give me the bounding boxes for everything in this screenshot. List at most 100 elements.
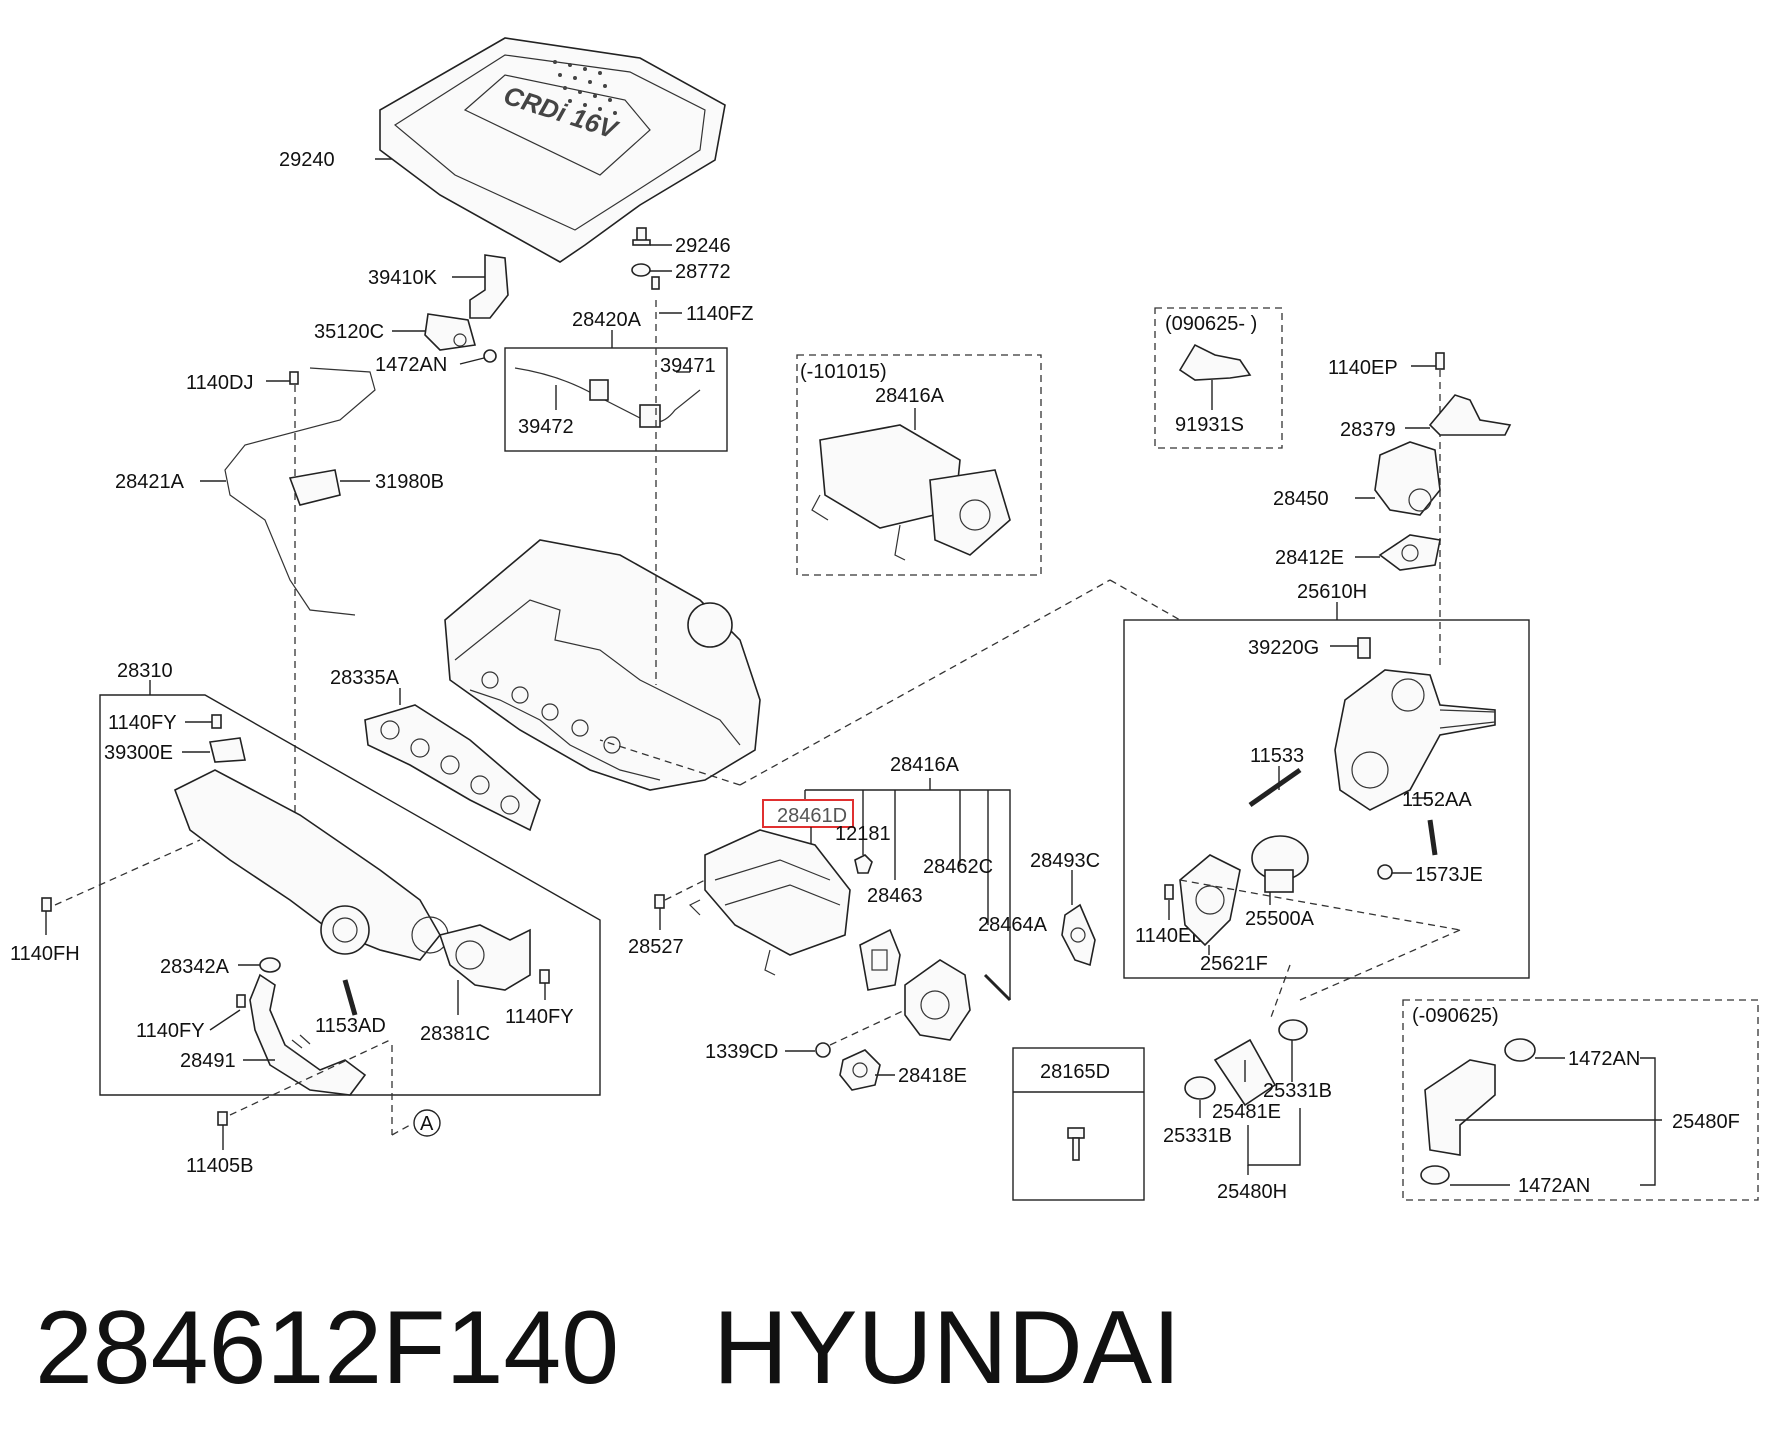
gasket-1140EB	[1164, 884, 1174, 900]
bolt-28165D	[1067, 1127, 1085, 1161]
label-28462C: 28462C	[923, 856, 993, 878]
label-28381C: 28381C	[420, 1023, 490, 1045]
label-39300E: 39300E	[104, 742, 173, 764]
label-28527: 28527	[628, 936, 684, 958]
label-101015: (-101015)	[800, 361, 887, 383]
label-28335A: 28335A	[330, 667, 400, 689]
stud-1152AA	[1427, 819, 1438, 856]
label-25621F: 25621F	[1200, 953, 1268, 975]
label-25480F: 25480F	[1672, 1111, 1740, 1133]
cylinder-head	[444, 539, 761, 791]
label-1140EB: 1140EB	[1135, 925, 1205, 947]
label-1140FY-top: 1140FY	[108, 712, 177, 734]
label-28491: 28491	[180, 1050, 236, 1072]
label-25610H: 25610H	[1297, 581, 1367, 603]
clamp-1472AN-bottom	[1420, 1165, 1450, 1185]
label-11533: 11533	[1250, 745, 1304, 767]
bolt-28464A	[983, 973, 1012, 1002]
label-1140FY-right: 1140FY	[505, 1006, 574, 1028]
throttle-body-28381C	[438, 924, 531, 991]
sensor-35120C	[424, 313, 477, 351]
label-25500A: 25500A	[1245, 908, 1315, 930]
label-28461D[interactable]: 28461D	[777, 805, 847, 827]
nut-1339CD	[815, 1042, 831, 1058]
highlight-box-28461D	[762, 799, 854, 828]
bolt-1140DJ	[289, 371, 299, 385]
bolt-29246	[632, 227, 651, 246]
label-25481E: 25481E	[1212, 1101, 1281, 1123]
label-28493C: 28493C	[1030, 850, 1100, 872]
bolt-1140FY-right	[539, 969, 550, 984]
label-28416A: 28416A	[890, 754, 960, 776]
label-25480H: 25480H	[1217, 1181, 1287, 1203]
label-28165D: 28165D	[1040, 1061, 1110, 1083]
egr-cooler-28461D	[688, 829, 851, 976]
nut-12181	[854, 854, 873, 874]
label-1140FH: 1140FH	[10, 943, 80, 965]
bolt-28527	[654, 894, 665, 909]
bolt-11405B	[217, 1111, 228, 1126]
gasket-28412E	[1378, 534, 1441, 571]
label-090625-top: (090625- )	[1165, 313, 1257, 335]
cap-1573JE	[1377, 864, 1393, 880]
clamp-1472AN-top	[1504, 1038, 1536, 1062]
clamp-25331B-right	[1278, 1019, 1308, 1041]
label-28418E: 28418E	[898, 1065, 967, 1087]
egr-valve-28462C	[904, 959, 971, 1041]
label-28379: 28379	[1340, 419, 1396, 441]
label-090625-bottom: (-090625)	[1412, 1005, 1499, 1027]
bolt-1140FH	[41, 897, 52, 912]
gasket-28335A	[364, 704, 541, 832]
label-1140FY-mid: 1140FY	[136, 1020, 205, 1042]
label-28342A: 28342A	[160, 956, 230, 978]
gasket-28418E	[839, 1049, 881, 1091]
label-1472AN-top: 1472AN	[375, 354, 447, 376]
label-28772: 28772	[675, 261, 731, 283]
label-39472: 39472	[518, 416, 574, 438]
thermostat-housing-25610H	[1334, 669, 1496, 811]
gasket-28493C	[1061, 903, 1096, 967]
label-28421A: 28421A	[115, 471, 185, 493]
label-31980B: 31980B	[375, 471, 444, 493]
bracket-28379	[1428, 394, 1512, 436]
bolt-1140EP	[1435, 352, 1445, 370]
label-28450: 28450	[1273, 488, 1329, 510]
label-35120C: 35120C	[314, 321, 384, 343]
nut-28772	[631, 263, 651, 277]
label-39410K: 39410K	[368, 267, 438, 289]
clamp-25331B-left	[1184, 1076, 1216, 1100]
label-29240: 29240	[279, 149, 335, 171]
label-A: A	[420, 1113, 434, 1135]
engine-cover-29240: CRDi 16V	[379, 37, 726, 263]
label-28463: 28463	[867, 885, 923, 907]
bracket-39410K	[469, 254, 509, 319]
label-11405B: 11405B	[186, 1155, 253, 1177]
label-12181: 12181	[835, 823, 891, 845]
label-28412E: 28412E	[1275, 547, 1344, 569]
thermostat-25500A	[1251, 835, 1309, 893]
label-1140DJ: 1140DJ	[186, 372, 253, 394]
label-28416A-top: 28416A	[875, 385, 945, 407]
hose-25480F	[1424, 1059, 1496, 1156]
label-28464A: 28464A	[978, 914, 1048, 936]
label-28310: 28310	[117, 660, 173, 682]
label-1339CD: 1339CD	[705, 1041, 778, 1063]
bolt-1140FY-top	[211, 714, 222, 729]
sensor-39220G	[1357, 637, 1371, 659]
gasket-28342A	[259, 957, 281, 973]
label-1573JE: 1573JE	[1415, 864, 1483, 886]
bolt-1140FY-mid	[236, 994, 246, 1008]
bracket-91931S	[1178, 343, 1252, 381]
label-28420A: 28420A	[572, 309, 642, 331]
label-1153AD: 1153AD	[315, 1015, 386, 1037]
label-25331B-left: 25331B	[1163, 1125, 1232, 1147]
label-91931S: 91931S	[1175, 414, 1244, 436]
label-1152AA: 1152AA	[1402, 789, 1472, 811]
brand-name: HYUNDAI	[713, 1290, 1181, 1406]
gasket-28463	[859, 928, 901, 991]
label-1140EP: 1140EP	[1328, 357, 1398, 379]
egr-pipe-28491	[249, 973, 367, 1096]
label-1472AN-box-top: 1472AN	[1568, 1048, 1640, 1070]
label-29246: 29246	[675, 235, 731, 257]
